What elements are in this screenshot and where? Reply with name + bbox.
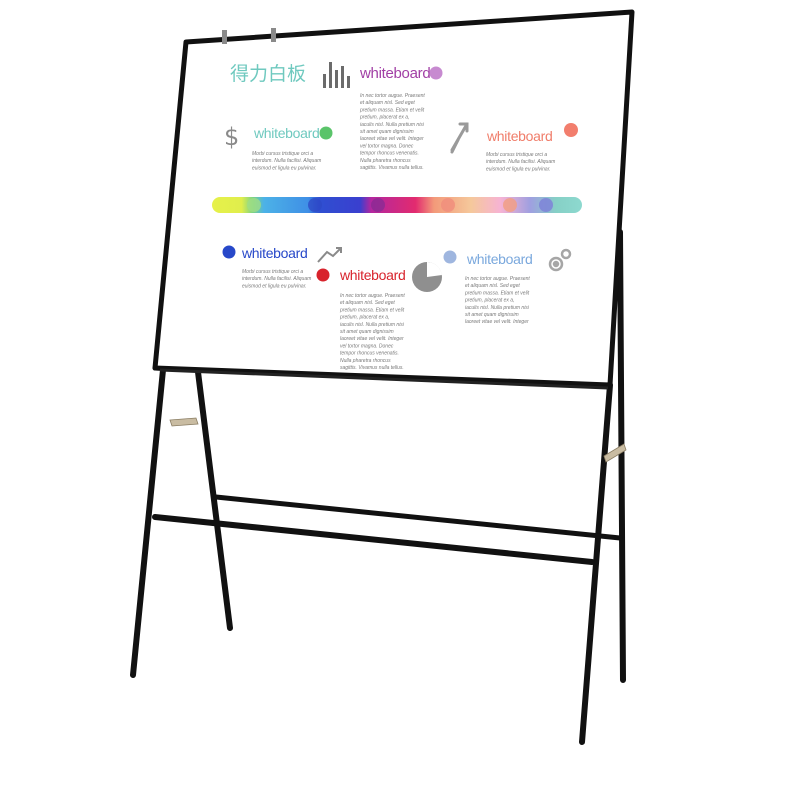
panel-text-line: euismod et ligula eu pulvinar. [252,165,317,171]
panel-text-line: vel tortor magna. Donec [360,143,414,149]
panel-text-line: et aliquam nisl. Sed eget [340,300,395,306]
panel-text-line: laoreet vitae vel velit. Integer [465,319,529,325]
panel-6-dot [443,250,457,264]
panel-2-dot [319,126,333,140]
panel-text-line: pretium, placerat ex a, [339,315,389,321]
panel-text-line: In nec tortor augue. Praesent [360,93,425,99]
panel-text-line: iaculis nisl. Nulla pretium nisi [340,322,405,328]
marker-tray [159,368,609,390]
strip-marker [539,198,553,212]
panel-text-line: Nulla pharetra rhoncus [360,158,411,164]
panel-4-dot [222,245,236,259]
panel-1-title: whiteboard [359,65,430,82]
panel-text-line: In nec tortor augue. Praesent [340,293,405,299]
panel-text-line: euismod et ligula eu pulvinar. [486,166,551,172]
panel-text-line: laoreet vitae vel velit. Integer [340,336,404,342]
strip-marker [371,198,385,212]
panel-text-line: sit amet quam dignissim [465,312,519,318]
panel-text-line: iaculis nisl. Nulla pretium nisi [465,305,530,311]
panel-3-dot [564,123,578,137]
rear-left-leg [195,369,233,631]
lower-rear-brace [213,494,623,541]
panel-5-dot [316,268,330,282]
panel-1-dot [429,66,443,80]
panel-text-line: tempor rhoncus venenatis. [360,151,419,157]
front-right-leg [579,382,613,745]
dollar-icon: $ [224,123,239,151]
panel-text-line: Morbi cursus tristique orci a [252,151,313,157]
panel-text-line: sagittis. Vivamus nulla tellus. [340,365,404,371]
panel-text-line: sit amet quam dignissim [340,329,394,335]
gears-icon [548,248,572,272]
rear-right-leg [617,229,626,683]
panel-text-line: interdum. Nulla facilisi. Aliquam [486,159,555,165]
panel-text-line: euismod et ligula eu pulvinar. [242,283,307,289]
panel-text-line: et aliquam nisl. Sed eget [360,100,415,106]
brand-logo: 得力白板 [230,63,306,85]
panel-text-line: et aliquam nisl. Sed eget [465,283,520,289]
panel-text-line: tempor rhoncus venenatis. [340,351,399,357]
panel-2-title: whiteboard [253,125,320,141]
panel-6-title: whiteboard [466,251,533,267]
strip-marker [503,198,517,212]
paper-clip-left [222,30,227,44]
panel-text-line: interdum. Nulla facilisi. Aliquam [252,158,321,164]
panel-text-line: pretium, placerat ex a, [359,115,409,121]
color-timeline-strip [212,197,582,213]
panel-text-line: sagittis. Vivamus nulla tellus. [360,165,424,171]
panel-text-line: pretium massa. Etiam et velit [359,107,425,113]
paper-clip-right [271,28,276,42]
transfer-arrows-icon [450,122,469,154]
panel-text-line: sit amet quam dignissim [360,129,414,135]
lower-front-brace [152,514,595,565]
panel-text-line: pretium massa. Etiam et velit [464,290,530,296]
panel-text-line: Morbi cursus tristique orci a [242,269,303,275]
panel-text-line: pretium, placerat ex a, [464,298,514,304]
panel-text-line: In nec tortor augue. Praesent [465,276,530,282]
trend-arrow-icon [317,247,342,263]
panel-text-line: iaculis nisl. Nulla pretium nisi [360,122,425,128]
strip-marker [308,198,322,212]
board-content: 得力白板 whiteboard In nec tortor augue. Pra… [212,62,582,371]
panel-4-title: whiteboard [241,245,308,261]
pie-chart-icon [412,261,442,292]
panel-text-line: interdum. Nulla facilisi. Aliquam [242,276,311,282]
bar-chart-icon [323,62,350,88]
strip-marker [441,198,455,212]
front-left-leg [130,367,166,678]
hinge-brackets [169,417,627,463]
strip-marker [247,198,261,212]
panel-text-line: vel tortor magna. Donec [340,343,394,349]
panel-5-title: whiteboard [339,267,406,283]
panel-text-line: pretium massa. Etiam et velit [339,307,405,313]
panel-text-line: laoreet vitae vel velit. Integer [360,136,424,142]
panel-text-line: Nulla pharetra rhoncus [340,358,391,364]
panel-3-title: whiteboard [486,128,553,144]
panel-text-line: Morbi cursus tristique orci a [486,152,547,158]
